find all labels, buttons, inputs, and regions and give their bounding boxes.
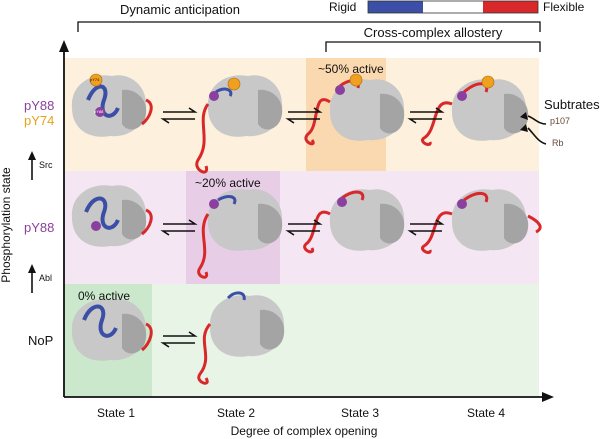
substrate-arrows — [520, 112, 547, 145]
dynamic-anticipation-bracket — [77, 21, 541, 32]
complex-mid-state4 — [421, 189, 542, 254]
complex-mid-state2 — [197, 189, 283, 279]
substrates-title: Subtrates — [544, 97, 600, 112]
complex-bottom-state1 — [71, 299, 153, 361]
y-axis-label: Phosphorylation state — [0, 167, 13, 283]
equilibrium-arrow-bottom-1-2 — [160, 331, 198, 348]
activity-label-50: ~50% active — [318, 62, 384, 76]
complex-bottom-state2 — [197, 291, 285, 385]
state-label-4: State 4 — [466, 406, 506, 420]
equilibrium-arrow-mid-3-4 — [407, 219, 445, 236]
state-label-1: State 1 — [96, 406, 136, 420]
abl-kinase-label: Abl — [39, 273, 53, 283]
dynamic-anticipation-label: Dynamic anticipation — [120, 2, 240, 17]
complex-top-state2 — [195, 75, 283, 174]
equilibrium-arrow-mid-2-3 — [285, 219, 323, 236]
state-label-3: State 3 — [340, 406, 380, 420]
complex-top-state4 — [421, 75, 529, 146]
complex-mid-state3 — [303, 189, 405, 254]
src-kinase-label: Src — [39, 160, 53, 170]
abl-arrow — [28, 264, 36, 293]
row-bottom-label-nop: NoP — [28, 333, 54, 348]
activity-label-0: 0% active — [78, 289, 131, 303]
substrate-rb: Rb — [552, 138, 564, 148]
x-axis — [64, 392, 554, 402]
equilibrium-arrow-top-1-2 — [160, 107, 198, 124]
cross-complex-bracket — [325, 41, 541, 52]
cross-complex-allostery-label: Cross-complex allostery — [363, 25, 503, 40]
substrate-p107: p107 — [550, 116, 571, 126]
flexible-label: Flexible — [543, 0, 585, 14]
state-label-2: State 2 — [216, 406, 256, 420]
y-axis — [59, 40, 69, 397]
badge-pY74-top-state1: pY74 — [90, 77, 100, 82]
equilibrium-arrow-top-2-3 — [285, 107, 323, 124]
equilibrium-arrow-mid-1-2 — [160, 219, 198, 236]
complex-top-state1 — [71, 73, 153, 137]
complex-mid-state1 — [71, 185, 153, 247]
row-top-label-pY74: pY74 — [24, 113, 55, 128]
row-top-label-pY88: pY88 — [24, 98, 55, 113]
x-axis-label: Degree of complex opening — [230, 424, 378, 438]
equilibrium-arrow-top-3-4 — [407, 107, 445, 124]
rigid-label: Rigid — [329, 0, 357, 14]
rigid-flexible-colorbar — [367, 0, 539, 14]
row-mid-label-pY88: pY88 — [24, 220, 55, 235]
src-arrow — [28, 151, 36, 180]
complex-top-state3 — [304, 73, 405, 146]
badge-pY88-top-state1: pY88 — [94, 109, 104, 114]
activity-label-20: ~20% active — [195, 176, 261, 190]
